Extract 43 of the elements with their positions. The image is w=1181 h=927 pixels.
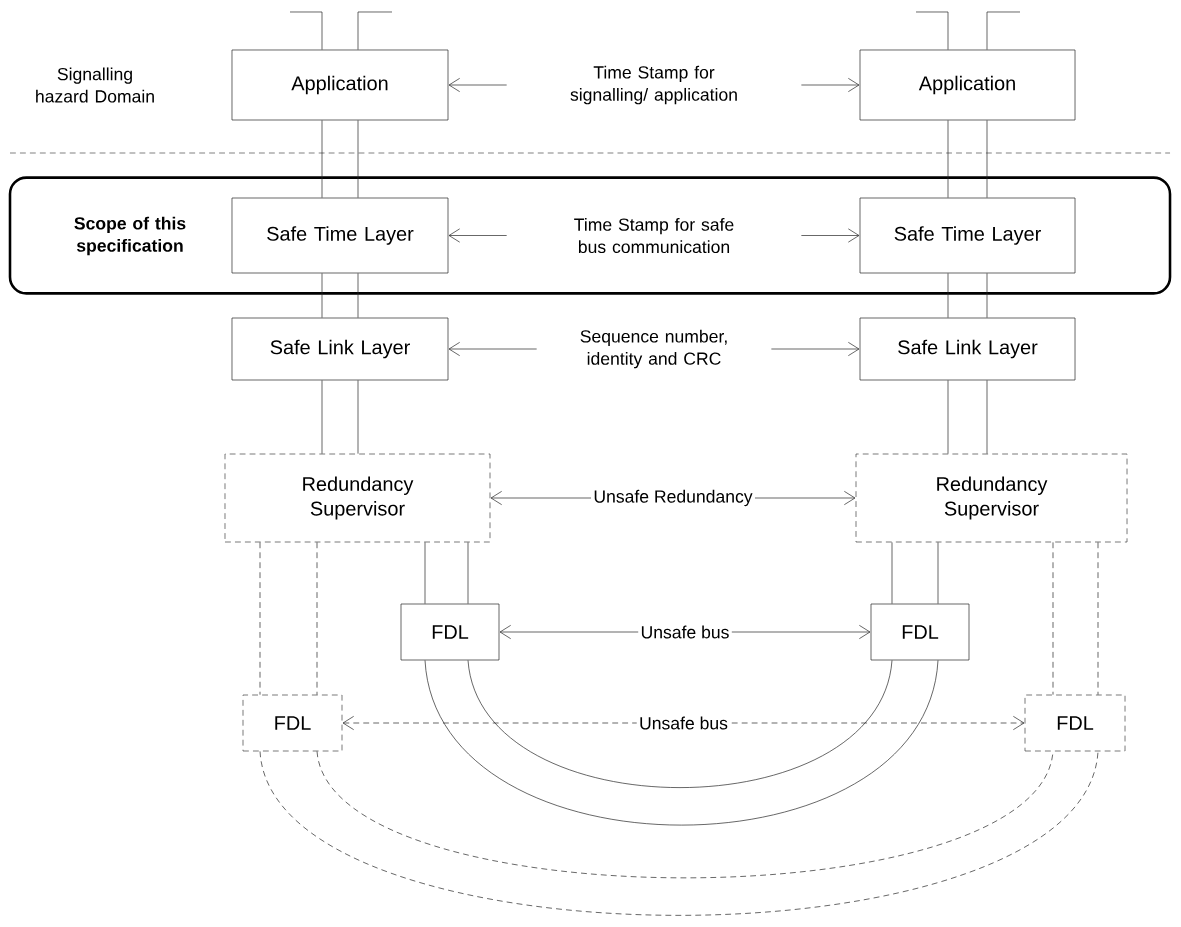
layer-box: Safe Time Layer [859, 197, 1076, 274]
edge-label: Unsafe Redundancy [591, 487, 755, 509]
connector-line [986, 380, 988, 454]
fdl-box: FDL [1024, 694, 1126, 752]
supervisor-box: Redundancy Supervisor [224, 453, 491, 543]
bus-cable [316, 751, 1054, 879]
bus-cable [424, 660, 939, 826]
connector-line [891, 542, 893, 604]
connector-line [424, 542, 426, 604]
layer-box: Application [859, 49, 1076, 121]
edge-label: Time Stamp for safe bus communication [506, 215, 802, 256]
bus-cable [467, 660, 893, 788]
layer-box: Safe Link Layer [859, 317, 1076, 381]
connector-line [986, 273, 988, 318]
layer-box: Safe Link Layer [231, 317, 449, 381]
supervisor-box: Redundancy Supervisor [855, 453, 1128, 543]
edge-label: Unsafe bus [636, 714, 731, 732]
connector-line [947, 273, 949, 318]
connector-line [357, 380, 359, 454]
connector-line [289, 11, 323, 50]
connector-line [986, 11, 1021, 50]
connector-line [937, 542, 939, 604]
connector-line [321, 120, 323, 198]
layer-box: Safe Time Layer [231, 197, 449, 274]
connector-line [467, 542, 469, 604]
connector-line [947, 380, 949, 454]
connector-line [357, 273, 359, 318]
connector-line [915, 11, 949, 50]
fdl-box: FDL [870, 603, 970, 661]
connector-line [357, 11, 393, 50]
edge-label: Unsafe bus [638, 623, 732, 641]
connector-line [947, 120, 949, 198]
domain-label: Signalling hazard Domain [36, 67, 154, 103]
fdl-box: FDL [400, 603, 500, 661]
edge-label: Time Stamp for signalling/ application [506, 63, 802, 107]
connector-line [321, 380, 323, 454]
connector-line [321, 273, 323, 318]
connector-line [357, 120, 359, 198]
bus-cable [259, 751, 1099, 916]
edge-label: Sequence number, identity and CRC [536, 327, 772, 371]
layer-box: Application [231, 49, 449, 121]
fdl-box: FDL [242, 694, 343, 752]
connector-line [986, 120, 988, 198]
